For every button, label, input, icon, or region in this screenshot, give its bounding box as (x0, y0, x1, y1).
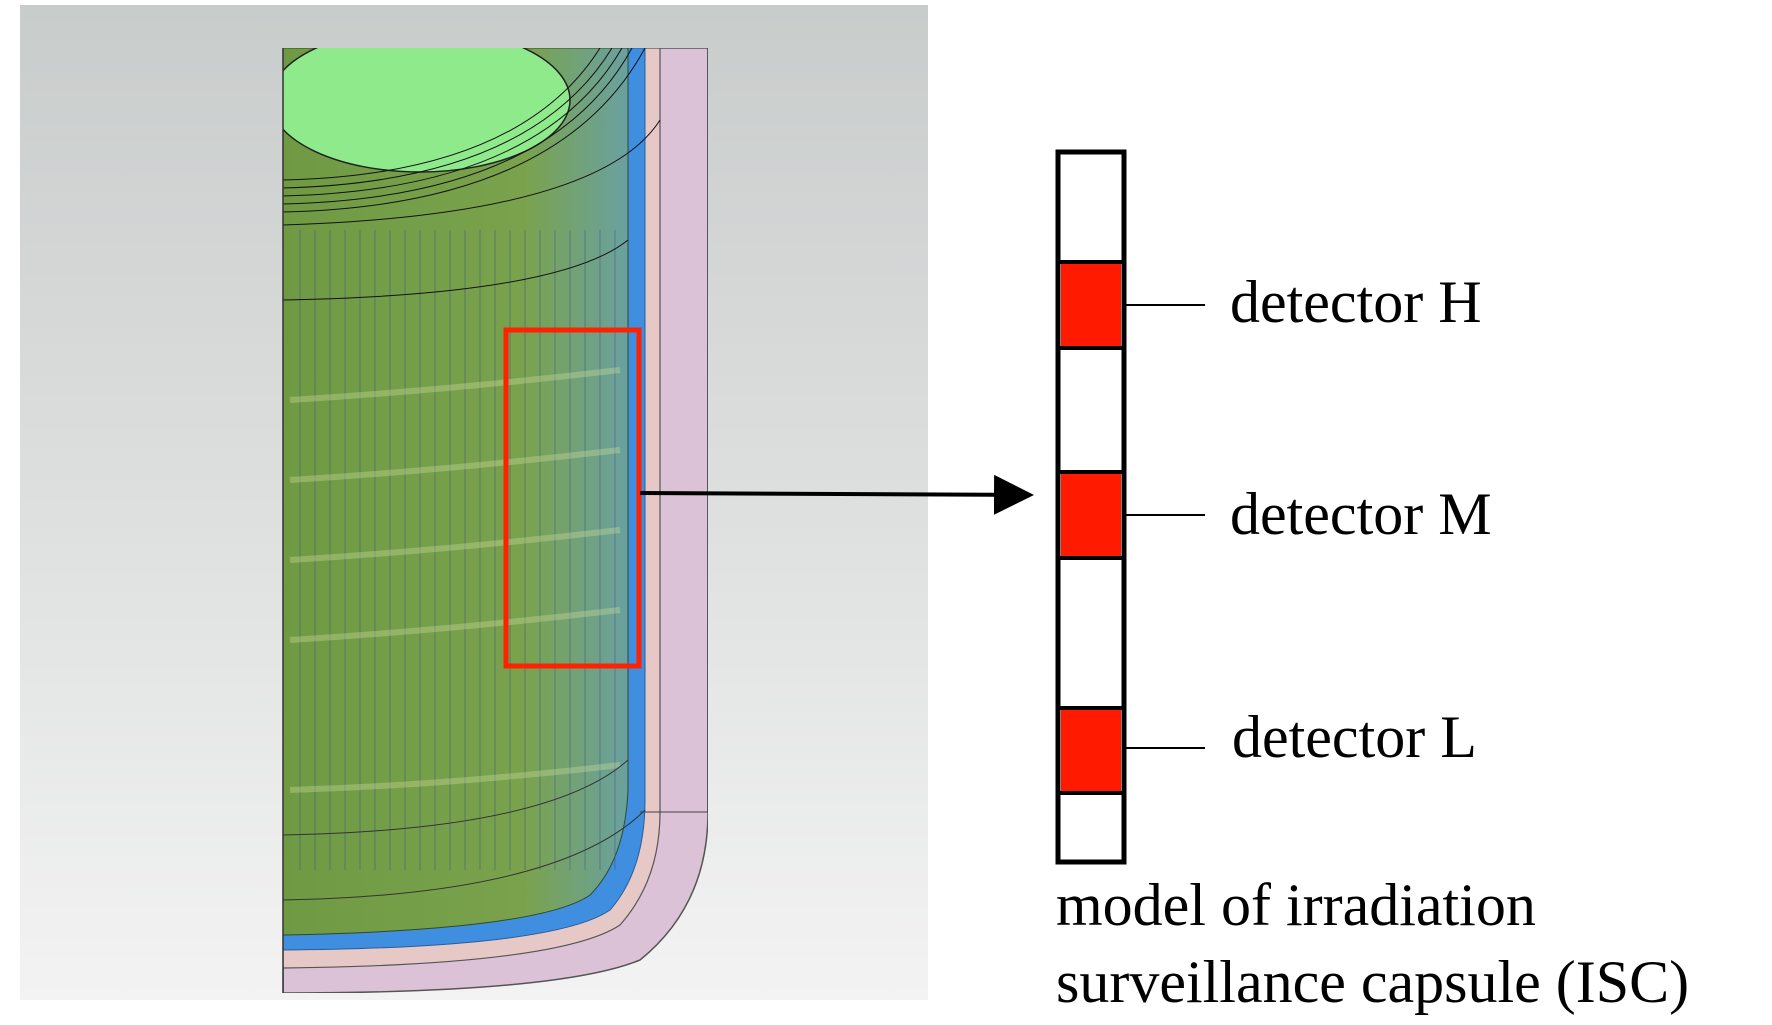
detector-l-block (1061, 710, 1121, 791)
caption-line-1: model of irradiation (1056, 872, 1536, 938)
detector-h-label: detector H (1230, 269, 1482, 335)
capsule-caption: model of irradiation surveillance capsul… (1056, 872, 1689, 1015)
detector-l-label: detector L (1232, 704, 1477, 770)
reactor-core-cutaway-icon (283, 48, 708, 993)
pointer-arrow (639, 474, 1034, 515)
caption-line-2: surveillance capsule (ISC) (1056, 949, 1689, 1015)
top-rim-lines (283, 48, 661, 301)
isc-location-highlight (503, 327, 642, 669)
fuel-body (283, 48, 629, 936)
bottom-rim-lines (283, 759, 646, 901)
isc-capsule: detector H detector M detector L (1055, 149, 1492, 865)
detector-h-block (1061, 264, 1121, 346)
detector-m-block (1061, 474, 1121, 556)
fuel-rod-lines (299, 230, 616, 870)
detector-m-label: detector M (1230, 481, 1492, 547)
spacer-grid-lines (289, 367, 621, 793)
fuel-top-surface (283, 48, 571, 173)
reactor-model-panel (20, 5, 928, 1000)
